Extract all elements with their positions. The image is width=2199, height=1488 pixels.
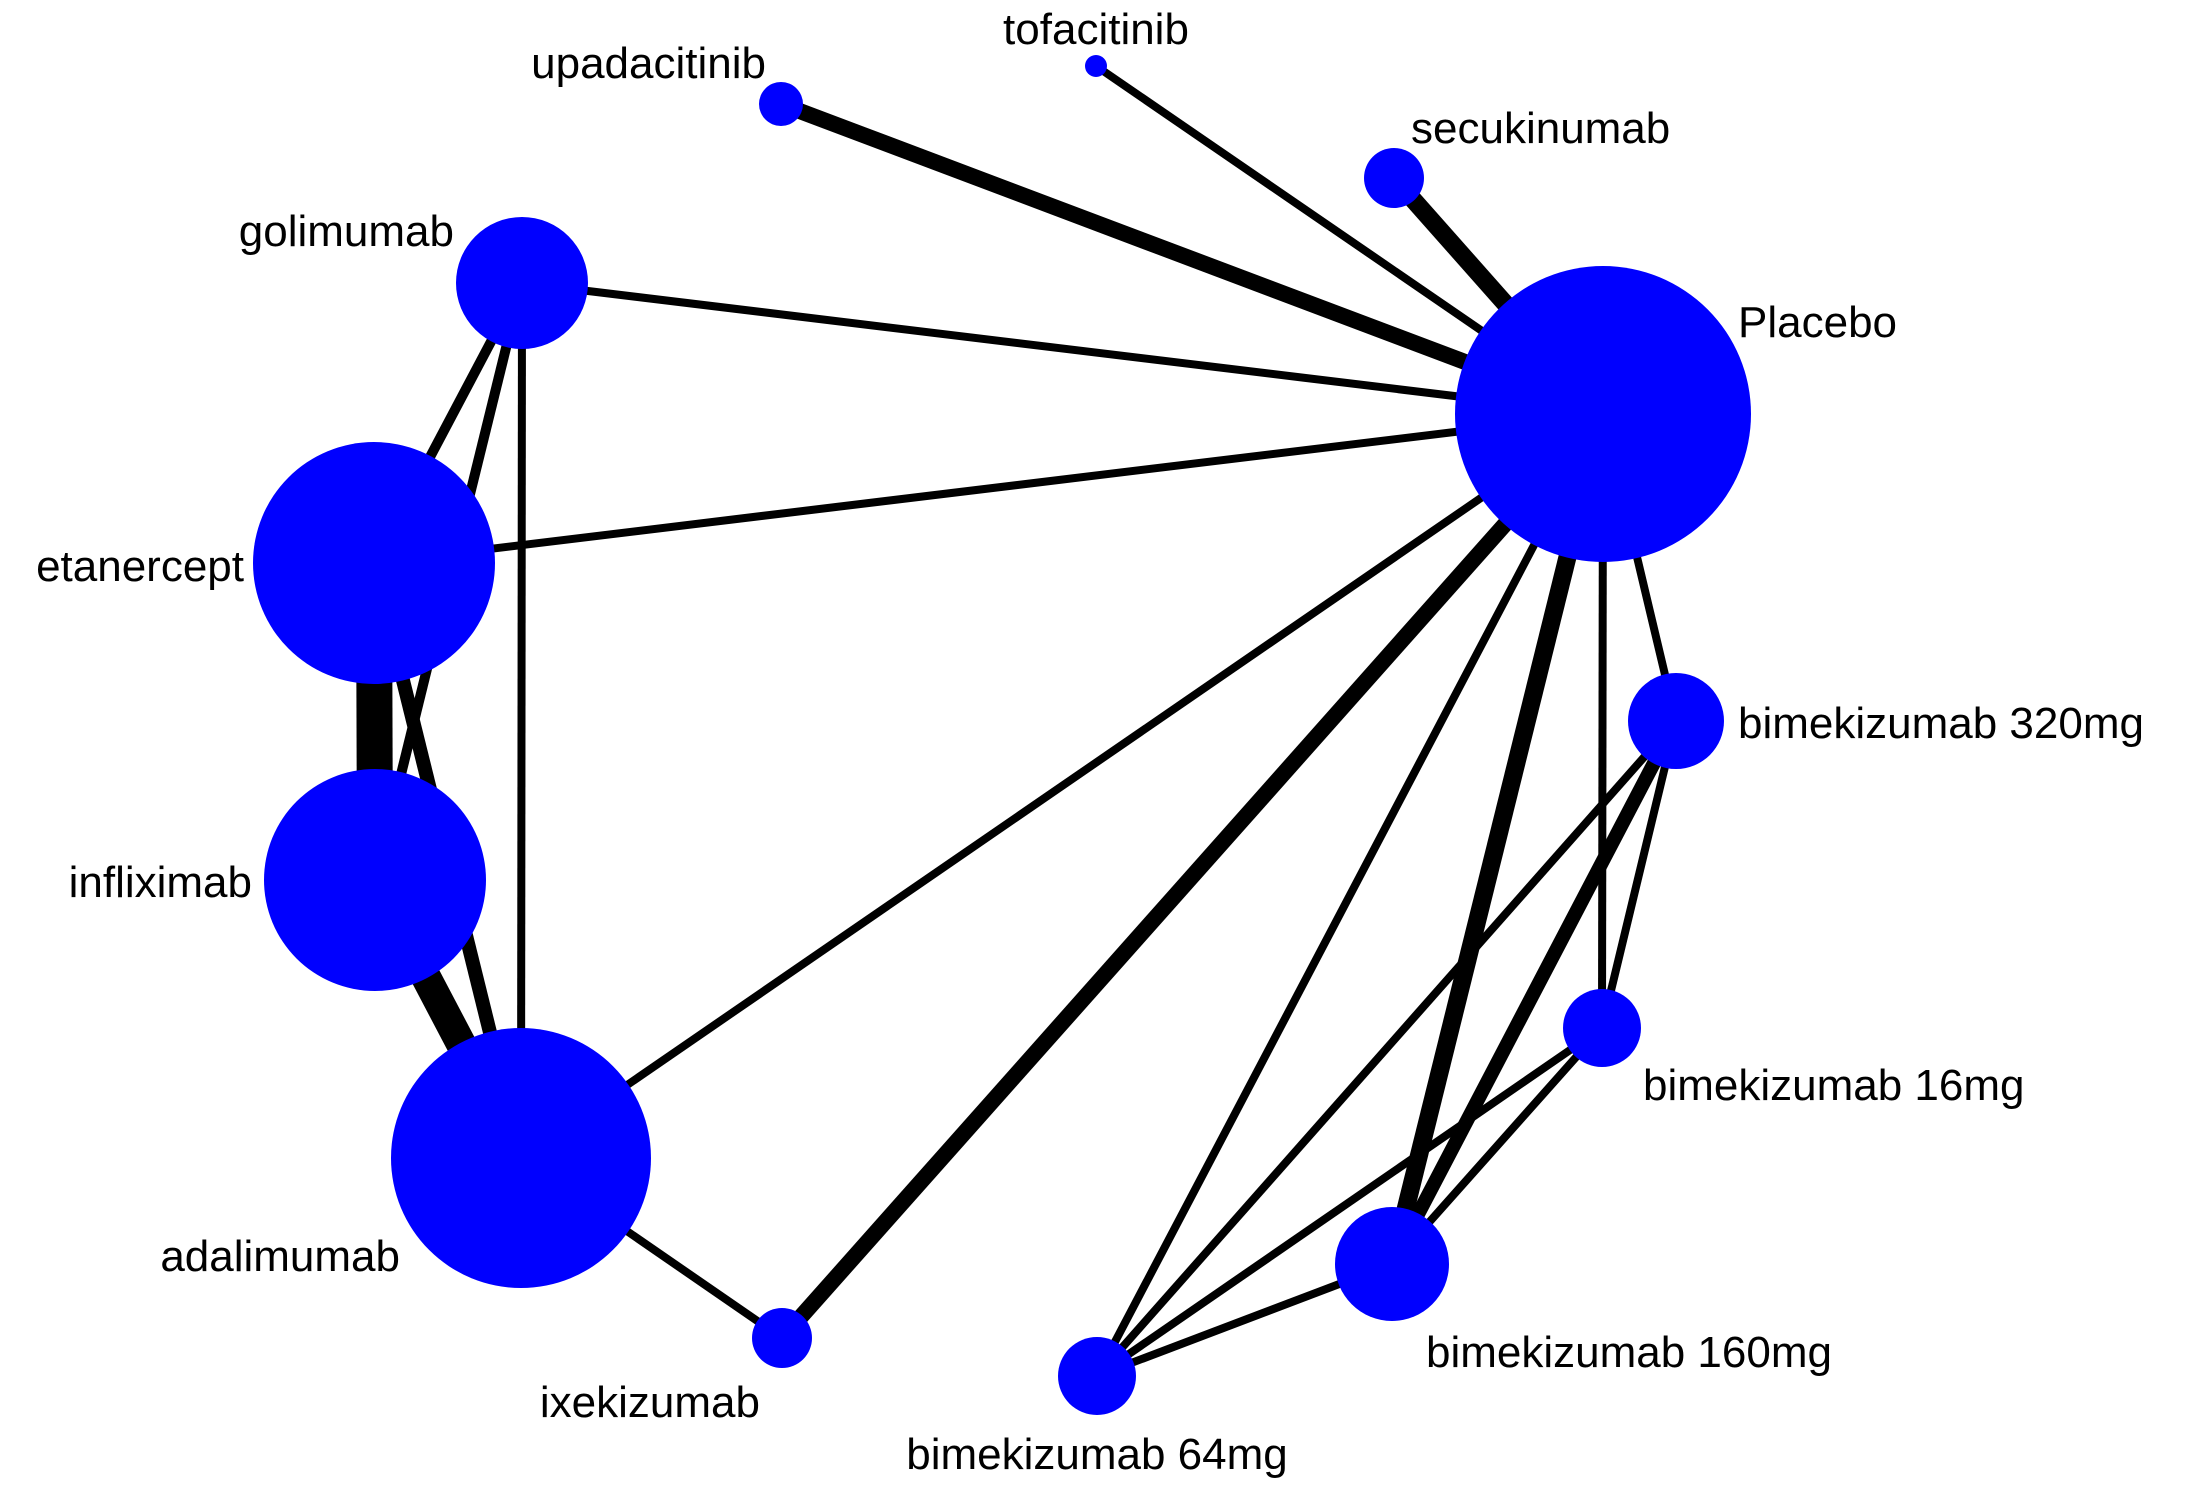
edge-bime64-placebo (1093, 412, 1607, 1378)
edge-bime320-bime16 (1598, 720, 1680, 1029)
edge-bime16-bime64 (1094, 1024, 1605, 1380)
edge-golimumab-placebo (521, 279, 1604, 418)
edge-etanercept-placebo (373, 410, 1604, 567)
node-label-bime64: bimekizumab 64mg (906, 1430, 1288, 1479)
node-label-ixekizumab: ixekizumab (540, 1378, 760, 1427)
node-label-golimumab: golimumab (239, 207, 454, 256)
node-golimumab (456, 217, 588, 349)
node-bime320 (1628, 673, 1724, 769)
node-etanercept (253, 442, 495, 684)
edge-ixekizumab-placebo (776, 408, 1609, 1344)
node-label-bime160: bimekizumab 160mg (1426, 1328, 1832, 1377)
node-ixekizumab (752, 1308, 812, 1368)
node-secukinumab (1364, 148, 1424, 208)
node-label-secukinumab: secukinumab (1411, 104, 1670, 153)
label-layer: Placebo upadacitinib tofacitinib secukinuma… (36, 5, 2144, 1479)
node-bime64 (1058, 1337, 1136, 1415)
edge-bime320-bime64 (1094, 718, 1679, 1379)
node-label-bime320: bimekizumab 320mg (1738, 699, 2144, 748)
node-infliximab (264, 769, 486, 991)
node-layer (253, 55, 1751, 1415)
node-upadacitinib (759, 82, 803, 126)
node-tofacitinib (1085, 55, 1107, 77)
edge-golimumab-adalimumab (517, 282, 526, 1159)
node-bime160 (1335, 1207, 1449, 1321)
edge-bime320-bime160 (1385, 717, 1683, 1268)
node-bime16 (1563, 989, 1641, 1067)
node-label-tofacitinib: tofacitinib (1003, 5, 1189, 54)
node-adalimumab (391, 1028, 651, 1288)
node-label-placebo: Placebo (1738, 298, 1897, 347)
node-label-adalimumab: adalimumab (160, 1232, 400, 1281)
node-label-etanercept: etanercept (36, 542, 244, 591)
node-label-infliximab: infliximab (69, 858, 252, 907)
edge-adalimumab-placebo (518, 410, 1606, 1162)
node-label-bime16: bimekizumab 16mg (1643, 1061, 2025, 1110)
node-placebo (1455, 266, 1751, 562)
node-label-upadacitinib: upadacitinib (531, 39, 766, 88)
